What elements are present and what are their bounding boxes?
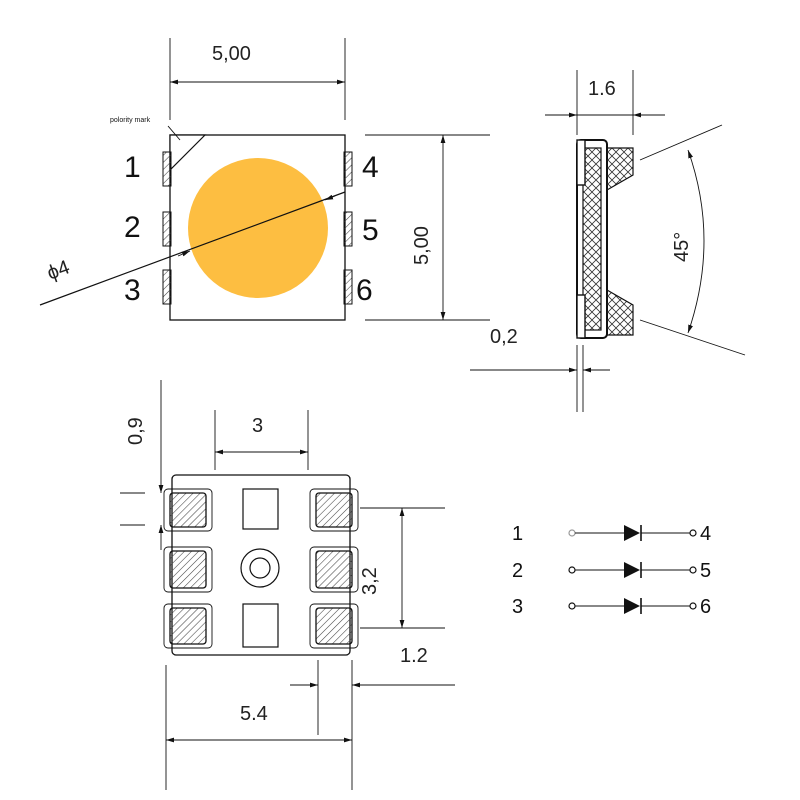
bottom-pad-6 — [315, 607, 353, 645]
bottom-view: 3 0,9 3,2 1.2 5.4 — [120, 380, 455, 790]
side-view: 1.6 45° 0,2 — [470, 70, 746, 412]
schematic-terminal-right — [689, 529, 697, 537]
top-pad-1 — [162, 151, 172, 187]
schematic-terminal-right — [689, 602, 697, 610]
top-pad-6 — [343, 269, 353, 305]
pad-span-label: 3,2 — [359, 567, 381, 595]
schematic-pin-right-4: 4 — [700, 523, 711, 545]
bottom-pad-3 — [169, 607, 207, 645]
pad-width-label: 1.2 — [400, 645, 428, 667]
diameter-label: ϕ4 — [44, 256, 73, 284]
top-pad-3 — [162, 269, 172, 305]
schematic-pin-right-5: 5 — [700, 560, 711, 582]
top-width-label: 5,00 — [212, 43, 251, 65]
pin-label-2: 2 — [124, 211, 141, 244]
schematic-pin-left-1: 1 — [512, 523, 523, 545]
top-height-label: 5,00 — [411, 226, 433, 265]
pin-label-5: 5 — [362, 214, 379, 247]
bottom-pad-1 — [169, 492, 207, 528]
schematic-pin-left-3: 3 — [512, 596, 523, 618]
pad-height-label: 0,9 — [125, 417, 147, 445]
gap-label: 0,2 — [490, 326, 518, 348]
top-pad-2 — [162, 211, 172, 247]
led-lens — [188, 158, 328, 298]
pin-label-6: 6 — [356, 274, 373, 307]
diode-icon — [624, 598, 640, 614]
center-mark-icon — [240, 548, 280, 588]
overall-width-label: 5.4 — [240, 703, 268, 725]
schematic-terminal-left — [568, 529, 576, 537]
bottom-pad-2 — [169, 550, 207, 589]
schematic-terminal-left — [568, 602, 576, 610]
schematic-terminal-right — [689, 566, 697, 574]
diode-icon — [624, 562, 640, 578]
schematic-terminal-left — [568, 566, 576, 574]
angle-label: 45° — [671, 232, 693, 262]
polarity-mark-label: polority mark — [110, 117, 151, 124]
schematic-pin-right-6: 6 — [700, 596, 711, 618]
top-pad-5 — [343, 211, 353, 247]
schematic-pin-left-2: 2 — [512, 560, 523, 582]
pin-label-3: 3 — [124, 274, 141, 307]
thickness-label: 1.6 — [588, 78, 616, 100]
diode-icon — [624, 525, 640, 541]
top-view: 5,00 polority mark 1 2 3 4 5 6 ϕ4 5,00 — [39, 38, 490, 321]
pitch-label: 3 — [252, 415, 263, 437]
top-pad-4 — [343, 151, 353, 187]
pin-label-4: 4 — [362, 151, 379, 184]
bottom-pad-5 — [315, 550, 353, 589]
pin-label-1: 1 — [124, 151, 141, 184]
schematic: 1 4 2 5 3 6 — [512, 523, 711, 618]
bottom-pad-4 — [315, 492, 353, 528]
